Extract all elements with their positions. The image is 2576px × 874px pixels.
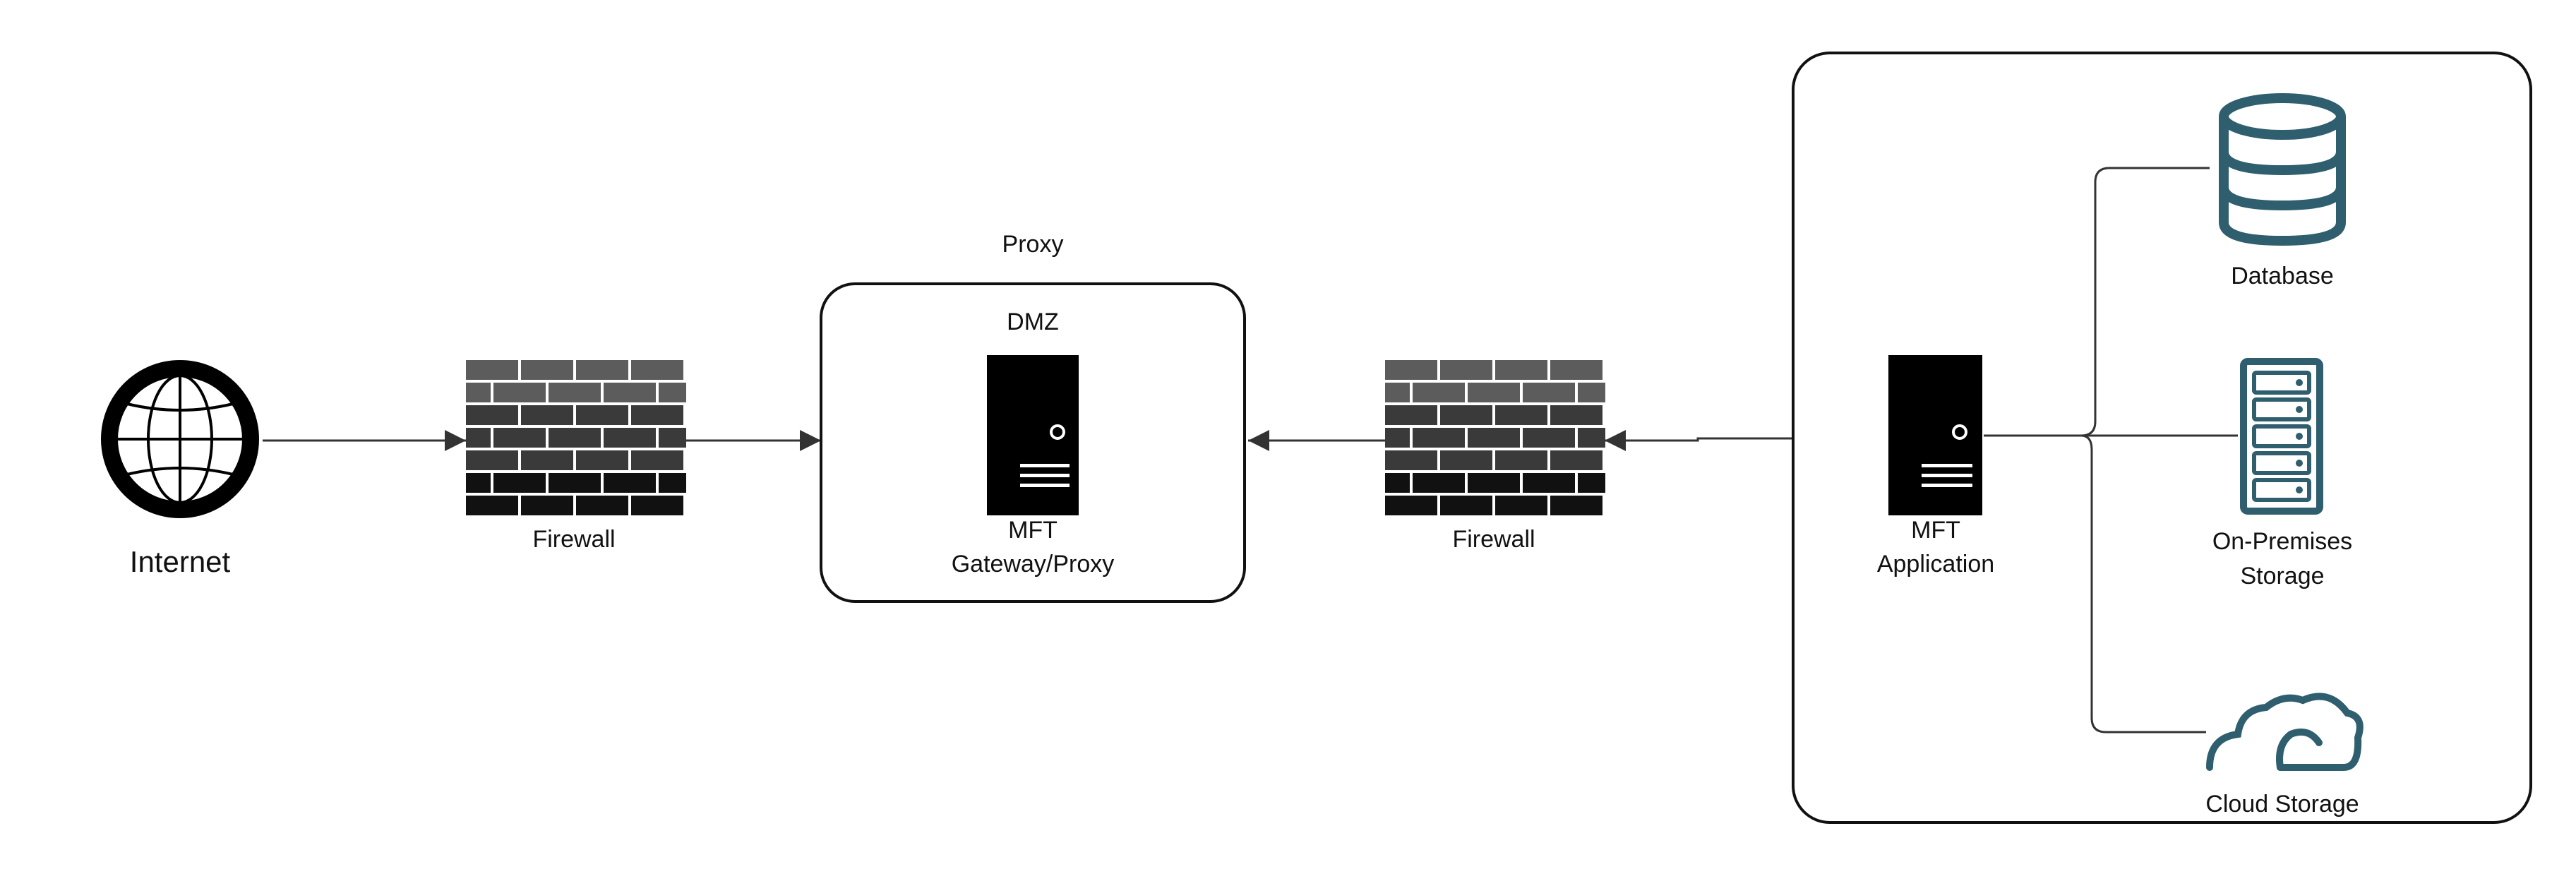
onprem-label-line2: Storage [2240, 563, 2324, 589]
database-label: Database [2231, 263, 2334, 289]
brick [1440, 360, 1492, 380]
brick [1523, 473, 1575, 493]
internet-globe-icon [101, 360, 259, 518]
brick [1550, 360, 1602, 380]
brick [1523, 428, 1575, 448]
app-label-line2: Application [1877, 551, 1994, 577]
brick [631, 360, 683, 380]
brick [604, 383, 656, 402]
brick [1440, 450, 1492, 470]
brick [521, 450, 573, 470]
firewall-left-brick-icon [466, 360, 686, 515]
brick [1385, 428, 1410, 448]
gateway-server-icon [987, 355, 1079, 515]
brick [1385, 383, 1410, 402]
brick [1550, 405, 1602, 425]
brick [1413, 383, 1465, 402]
brick [466, 473, 491, 493]
brick [466, 360, 518, 380]
brick [1578, 428, 1605, 448]
gateway-label-line2: Gateway/Proxy [952, 551, 1115, 577]
brick [521, 496, 573, 515]
dmz-zone-box [820, 282, 1246, 603]
brick [576, 496, 628, 515]
brick [493, 428, 546, 448]
connector-app-database [1984, 167, 2210, 437]
brick [549, 383, 601, 402]
database-icon [2219, 93, 2346, 246]
brick [1495, 360, 1547, 380]
brick [466, 450, 518, 470]
brick [1385, 496, 1437, 515]
brick [1468, 383, 1520, 402]
cloud-storage-label: Cloud Storage [2205, 791, 2359, 818]
brick [1578, 473, 1605, 493]
proxy-zone-title: Proxy [1002, 231, 1064, 258]
brick [466, 496, 518, 515]
connector-app-cloud [1984, 434, 2206, 734]
firewall-right-label: Firewall [1452, 526, 1535, 553]
brick [576, 360, 628, 380]
brick [576, 405, 628, 425]
brick [1440, 405, 1492, 425]
brick [549, 473, 601, 493]
brick [659, 383, 686, 402]
brick [549, 428, 601, 448]
brick [521, 405, 573, 425]
brick [466, 428, 491, 448]
dmz-label: DMZ [1007, 309, 1059, 335]
brick [493, 383, 546, 402]
brick [631, 450, 683, 470]
brick [1385, 473, 1410, 493]
brick [1550, 496, 1602, 515]
brick [1468, 428, 1520, 448]
brick [659, 428, 686, 448]
brick [1550, 450, 1602, 470]
brick [604, 428, 656, 448]
brick [1440, 496, 1492, 515]
brick [466, 383, 491, 402]
connector-app-to-firewall [1605, 430, 1793, 451]
internet-label: Internet [130, 545, 231, 578]
brick [466, 405, 518, 425]
brick [1385, 450, 1437, 470]
brick [631, 405, 683, 425]
brick [1385, 360, 1437, 380]
gateway-label-line1: MFT [1008, 517, 1058, 544]
on-premises-storage-icon [2240, 358, 2323, 515]
brick [1495, 450, 1547, 470]
brick [576, 450, 628, 470]
brick [1495, 405, 1547, 425]
connections [263, 167, 2238, 734]
internal-zone-box [1792, 52, 2532, 824]
brick [659, 473, 686, 493]
brick [631, 496, 683, 515]
firewall-left-label: Firewall [532, 526, 615, 553]
firewall-right-brick-icon [1385, 360, 1605, 515]
app-label-line1: MFT [1911, 517, 1960, 544]
brick [1413, 473, 1465, 493]
brick [604, 473, 656, 493]
brick [1413, 428, 1465, 448]
mft-application-server-icon [1888, 355, 1982, 515]
brick [1468, 473, 1520, 493]
brick [1385, 405, 1437, 425]
brick [521, 360, 573, 380]
brick [1495, 496, 1547, 515]
onprem-label-line1: On-Premises [2212, 528, 2352, 555]
brick [493, 473, 546, 493]
cloud-storage-icon [2206, 693, 2364, 771]
brick [1523, 383, 1575, 402]
brick [1578, 383, 1605, 402]
